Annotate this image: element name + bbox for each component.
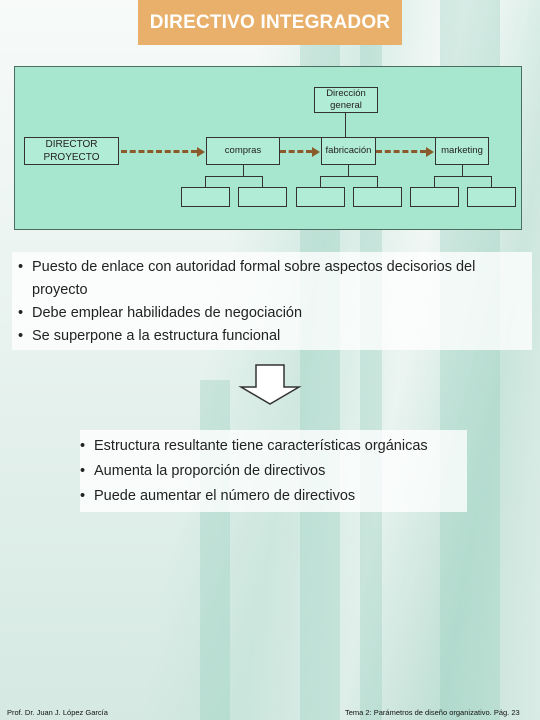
text-band-bottom [80,430,467,512]
connector [434,176,491,177]
bullet-list-bottom: • Estructura resultante tiene caracterís… [80,434,480,509]
connector [205,176,262,177]
bullet-icon: • [80,463,86,479]
arrow-head-icon [197,147,205,157]
node-compras: compras [206,137,280,165]
footer-page: Tema 2: Parámetros de diseño organizativ… [345,708,520,717]
slide-title: DIRECTIVO INTEGRADOR [138,0,402,45]
connector [262,176,263,187]
bullet-item: • Estructura resultante tiene caracterís… [80,434,480,459]
down-arrow-icon [238,364,302,405]
bullet-text: Estructura resultante tiene característi… [94,438,428,454]
connector [320,176,377,177]
arrow-head-icon [426,147,434,157]
node-fabricacion: fabricación [321,137,376,165]
text-band-top [12,252,532,350]
node-director-proyecto: DIRECTOR PROYECTO [24,137,119,165]
connector [377,176,378,187]
bullet-text: Debe emplear habilidades de negociación [32,305,303,321]
connector [348,165,349,176]
bullet-item: • Aumenta la proporción de directivos [80,459,480,484]
sub-unit-box [467,187,516,207]
sub-unit-box [353,187,402,207]
connector [462,165,463,176]
bullet-item: • Se superpone a la estructura funcional [18,325,524,348]
bullet-item: • Debe emplear habilidades de negociació… [18,302,524,325]
bullet-icon: • [18,328,24,344]
connector [243,165,244,176]
dashed-arrow [121,150,197,153]
sub-unit-box [296,187,345,207]
bullet-text: Aumenta la proporción de directivos [94,463,326,479]
footer-author: Prof. Dr. Juan J. López García [7,708,108,717]
bullet-text: Puesto de enlace con autoridad formal so… [32,259,476,298]
sub-unit-box [181,187,230,207]
node-marketing: marketing [435,137,489,165]
dashed-arrow [376,150,426,153]
sub-unit-box [410,187,459,207]
bullet-text: Se superpone a la estructura funcional [32,328,281,344]
dashed-arrow [280,150,312,153]
connector [205,176,206,187]
connector [434,176,435,187]
arrow-head-icon [312,147,320,157]
bullet-text: Puede aumentar el número de directivos [94,488,356,504]
connector [320,176,321,187]
bullet-icon: • [18,259,24,275]
bullet-icon: • [18,305,24,321]
connector [491,176,492,187]
node-direccion-general: Dirección general [314,87,378,113]
connector [345,113,346,137]
sub-unit-box [238,187,287,207]
bullet-item: • Puesto de enlace con autoridad formal … [18,256,524,302]
bullet-icon: • [80,438,86,454]
org-chart: Dirección general DIRECTOR PROYECTO comp… [14,66,522,230]
bullet-icon: • [80,488,86,504]
bullet-list-top: • Puesto de enlace con autoridad formal … [18,256,524,348]
bullet-item: • Puede aumentar el número de directivos [80,484,480,509]
